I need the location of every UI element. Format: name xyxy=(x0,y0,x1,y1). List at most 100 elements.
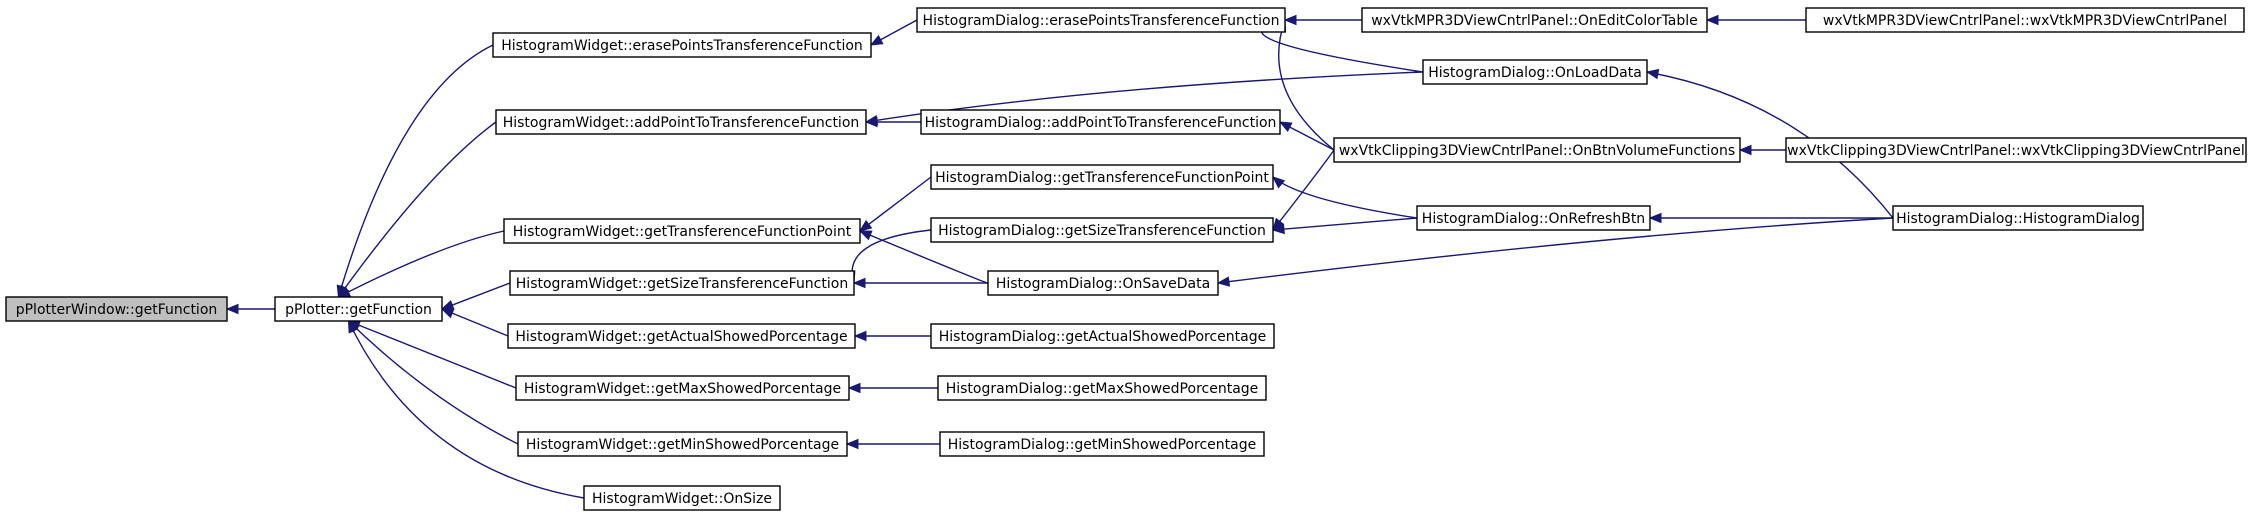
node-hd-onsave[interactable]: HistogramDialog::OnSaveData xyxy=(987,270,1219,296)
node-hw-gtfp[interactable]: HistogramWidget::getTransferenceFunction… xyxy=(503,218,861,244)
edge-arrowhead xyxy=(864,115,879,126)
edge-hd-refresh-to-hd-gtfp xyxy=(1271,176,1418,219)
node-clip-ctor[interactable]: wxVtkClipping3DViewCntrlPanel::wxVtkClip… xyxy=(1785,137,2247,163)
edge-hw-onsize-to-pp xyxy=(347,319,585,499)
edge-hw-add-to-pp xyxy=(337,121,497,299)
edge-hd-onsave-to-hw-gstf xyxy=(852,277,988,289)
node-hd-gtfp[interactable]: HistogramDialog::getTransferenceFunction… xyxy=(930,164,1274,190)
node-hd-erase[interactable]: HistogramDialog::erasePointsTransference… xyxy=(916,7,1286,33)
node-box xyxy=(939,431,1265,457)
edge-arrowhead xyxy=(869,34,884,46)
edge-line xyxy=(337,44,494,298)
edge-arrowhead xyxy=(853,330,867,342)
edge-clip-btn-to-hd-gstf xyxy=(1272,149,1335,232)
edge-line xyxy=(1282,217,1418,230)
node-hw-onsize[interactable]: HistogramWidget::OnSize xyxy=(583,485,781,511)
edge-hw-gminsp-to-pp xyxy=(347,320,519,445)
node-hd-gminsp[interactable]: HistogramDialog::getMinShowedPorcentage xyxy=(939,431,1265,457)
edge-hd-gmaxsp-to-hw-gmaxsp xyxy=(847,382,938,394)
node-label: HistogramWidget::getActualShowedPorcenta… xyxy=(515,329,847,345)
node-box xyxy=(930,217,1274,243)
node-box xyxy=(1785,137,2247,163)
edge-hd-gasp-to-hw-gasp xyxy=(853,330,931,342)
node-label: HistogramWidget::addPointToTransferenceF… xyxy=(503,115,860,131)
node-label: HistogramDialog::HistogramDialog xyxy=(1896,211,2140,227)
node-label: HistogramWidget::getSizeTransferenceFunc… xyxy=(516,276,848,292)
edge-arrowhead xyxy=(845,438,859,450)
edge-mpr-ctor-to-mpr-edit xyxy=(1705,14,1806,26)
edge-line xyxy=(347,320,519,445)
node-hw-gstf[interactable]: HistogramWidget::getSizeTransferenceFunc… xyxy=(509,270,855,296)
node-hw-gmaxsp[interactable]: HistogramWidget::getMaxShowedPorcentage xyxy=(515,375,850,401)
node-label: HistogramDialog::getTransferenceFunction… xyxy=(935,170,1269,186)
edge-hd-refresh-to-hd-gstf xyxy=(1271,217,1418,235)
edge-arrowhead xyxy=(1271,223,1285,235)
edge-clip-btn-to-hd-erase xyxy=(1276,18,1335,151)
edge-arrowhead xyxy=(1738,144,1752,156)
node-hd-refresh[interactable]: HistogramDialog::OnRefreshBtn xyxy=(1416,205,1651,231)
node-hw-gminsp[interactable]: HistogramWidget::getMinShowedPorcentage xyxy=(517,431,848,457)
edge-line xyxy=(337,121,497,298)
node-clip-btn[interactable]: wxVtkClipping3DViewCntrlPanel::OnBtnVolu… xyxy=(1333,137,1741,163)
node-box xyxy=(274,296,443,322)
node-box xyxy=(1333,137,1741,163)
node-hd-gasp[interactable]: HistogramDialog::getActualShowedPorcenta… xyxy=(930,323,1275,349)
edge-line xyxy=(357,324,517,389)
node-label: pPlotterWindow::getFunction xyxy=(16,302,218,318)
edge-mpr-edit-to-hd-erase xyxy=(1283,14,1362,26)
edge-arrowhead xyxy=(1278,121,1293,132)
edge-arrowhead xyxy=(1271,176,1286,189)
node-label: HistogramDialog::getActualShowedPorcenta… xyxy=(939,329,1266,345)
node-box xyxy=(1361,7,1708,33)
node-box xyxy=(509,270,855,296)
node-box xyxy=(503,218,861,244)
edge-line xyxy=(451,282,511,307)
node-box xyxy=(920,109,1281,135)
edge-line xyxy=(1272,149,1335,231)
node-hd-onload[interactable]: HistogramDialog::OnLoadData xyxy=(1422,59,1648,85)
edge-hw-erase-to-pp xyxy=(336,44,494,299)
node-label: wxVtkClipping3DViewCntrlPanel::OnBtnVolu… xyxy=(1339,143,1735,159)
edge-hw-gmaxsp-to-pp xyxy=(347,320,517,389)
node-hd-gstf[interactable]: HistogramDialog::getSizeTransferenceFunc… xyxy=(930,217,1274,243)
node-hw-add[interactable]: HistogramWidget::addPointToTransferenceF… xyxy=(495,109,867,135)
node-hd-gmaxsp[interactable]: HistogramDialog::getMaxShowedPorcentage xyxy=(937,375,1267,401)
node-label: HistogramDialog::OnLoadData xyxy=(1428,65,1642,81)
node-label: HistogramWidget::getMinShowedPorcentage xyxy=(526,437,839,453)
edge-line xyxy=(1288,125,1335,151)
node-pp[interactable]: pPlotter::getFunction xyxy=(274,296,443,322)
node-hw-gasp[interactable]: HistogramWidget::getActualShowedPorcenta… xyxy=(507,323,856,349)
node-label: HistogramDialog::getSizeTransferenceFunc… xyxy=(938,223,1266,239)
edge-hd-ctor-to-hd-onload xyxy=(1645,68,1894,219)
edge-arrowhead xyxy=(858,219,873,232)
node-box xyxy=(930,323,1275,349)
edge-arrowhead xyxy=(1705,14,1719,26)
node-hw-erase[interactable]: HistogramWidget::erasePointsTransference… xyxy=(492,32,872,58)
node-box xyxy=(930,164,1274,190)
node-label: HistogramWidget::getMaxShowedPorcentage xyxy=(524,381,841,397)
node-label: HistogramDialog::erasePointsTransference… xyxy=(923,13,1280,29)
node-label: HistogramDialog::OnSaveData xyxy=(996,276,1210,292)
node-label: HistogramDialog::addPointToTransferenceF… xyxy=(925,115,1277,131)
node-box xyxy=(1805,7,2245,33)
node-mpr-edit[interactable]: wxVtkMPR3DViewCntrlPanel::OnEditColorTab… xyxy=(1361,7,1708,33)
edge-line xyxy=(1272,176,1418,219)
edge-arrowhead xyxy=(1648,212,1662,224)
node-box xyxy=(515,375,850,401)
edge-layer xyxy=(225,14,1894,499)
edge-hd-ctor-to-hd-refresh xyxy=(1648,212,1893,224)
node-root[interactable]: pPlotterWindow::getFunction xyxy=(5,296,228,322)
edge-line xyxy=(450,312,509,337)
node-mpr-ctor[interactable]: wxVtkMPR3DViewCntrlPanel::wxVtkMPR3DView… xyxy=(1805,7,2245,33)
node-label: HistogramWidget::OnSize xyxy=(592,491,772,507)
edge-arrowhead xyxy=(1216,276,1231,287)
node-hd-add[interactable]: HistogramDialog::addPointToTransferenceF… xyxy=(920,109,1281,135)
edge-line xyxy=(1217,217,1894,284)
edge-arrowhead xyxy=(852,277,866,289)
edge-arrowhead xyxy=(347,319,359,334)
edge-arrowhead xyxy=(440,308,455,319)
node-hd-ctor[interactable]: HistogramDialog::HistogramDialog xyxy=(1892,205,2144,231)
node-label: HistogramDialog::getMinShowedPorcentage xyxy=(948,437,1256,453)
edge-arrowhead xyxy=(225,303,239,315)
